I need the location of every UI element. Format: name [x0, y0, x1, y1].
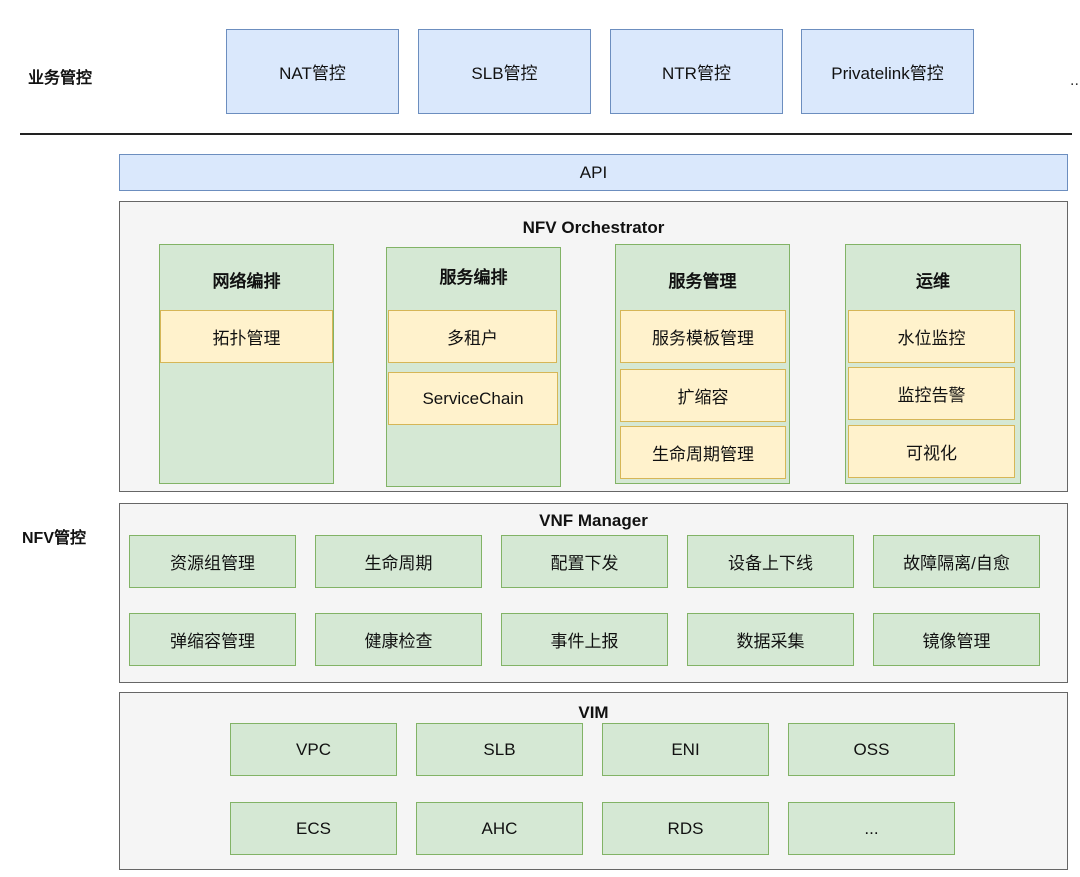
resource-group-management-box: 资源组管理 — [129, 535, 296, 588]
service-management-title: 服务管理 — [668, 272, 737, 291]
vpc-box: VPC — [230, 723, 397, 776]
service-template-management-box: 服务模板管理 — [620, 310, 786, 363]
service-orchestration-column: 服务编排 — [386, 247, 561, 487]
nat-control-box: NAT管控 — [226, 29, 399, 114]
slb-control-box: SLB管控 — [418, 29, 591, 114]
monitoring-alert-box: 监控告警 — [848, 367, 1015, 420]
multi-tenant-box: 多租户 — [388, 310, 557, 363]
data-collection-box: 数据采集 — [687, 613, 854, 666]
lifecycle-management-box: 生命周期管理 — [620, 426, 786, 479]
network-orchestration-title: 网络编排 — [212, 272, 281, 291]
config-delivery-box: 配置下发 — [501, 535, 668, 588]
network-orchestration-column: 网络编排 — [159, 244, 334, 484]
eni-box: ENI — [602, 723, 769, 776]
layer-divider — [20, 133, 1072, 135]
operations-title: 运维 — [916, 272, 950, 291]
vnf-lifecycle-box: 生命周期 — [315, 535, 482, 588]
health-check-box: 健康检查 — [315, 613, 482, 666]
fault-isolation-box: 故障隔离/自愈 — [873, 535, 1040, 588]
vim-title: VIM — [578, 703, 609, 722]
service-orchestration-title: 服务编排 — [439, 268, 508, 287]
ecs-box: ECS — [230, 802, 397, 855]
event-report-box: 事件上报 — [501, 613, 668, 666]
ntr-control-box: NTR管控 — [610, 29, 783, 114]
vnf-manager-title: VNF Manager — [539, 511, 648, 530]
image-management-box: 镜像管理 — [873, 613, 1040, 666]
watermark-monitoring-box: 水位监控 — [848, 310, 1015, 363]
nfv-orchestrator-title: NFV Orchestrator — [522, 218, 665, 237]
oss-box: OSS — [788, 723, 955, 776]
privatelink-control-box: Privatelink管控 — [801, 29, 974, 114]
ahc-box: AHC — [416, 802, 583, 855]
slb-box: SLB — [416, 723, 583, 776]
api-bar: API — [119, 154, 1068, 191]
nfv-control-label: NFV管控 — [22, 530, 87, 547]
more-services-box: ... — [788, 802, 955, 855]
business-control-label: 业务管控 — [28, 70, 93, 87]
visualization-box: 可视化 — [848, 425, 1015, 478]
business-ellipsis: ... — [1070, 72, 1080, 89]
service-chain-box: ServiceChain — [388, 372, 558, 425]
topology-management-box: 拓扑管理 — [160, 310, 333, 363]
device-online-offline-box: 设备上下线 — [687, 535, 854, 588]
elastic-scaling-management-box: 弹缩容管理 — [129, 613, 296, 666]
rds-box: RDS — [602, 802, 769, 855]
scaling-box: 扩缩容 — [620, 369, 786, 422]
